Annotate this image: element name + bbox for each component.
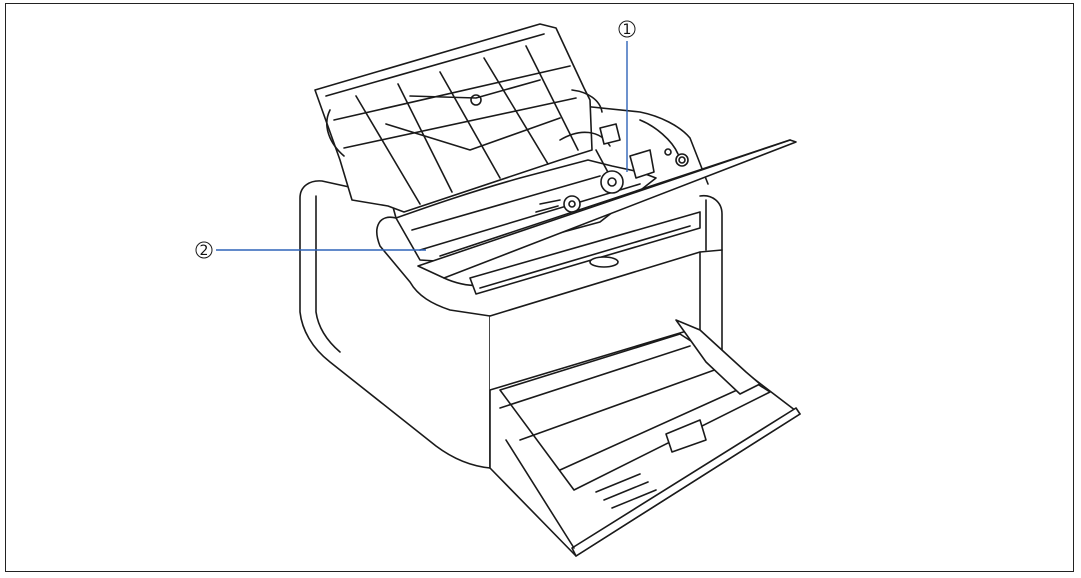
cartridge-area bbox=[395, 123, 657, 263]
paper-tray bbox=[489, 319, 801, 557]
callout-2: 2 bbox=[195, 241, 426, 259]
paper-path bbox=[469, 211, 701, 295]
callout-1: 1 bbox=[618, 20, 636, 172]
open-top-cover bbox=[314, 23, 603, 213]
callout-1-label: 1 bbox=[623, 22, 632, 38]
callout-2-label: 2 bbox=[200, 243, 209, 259]
